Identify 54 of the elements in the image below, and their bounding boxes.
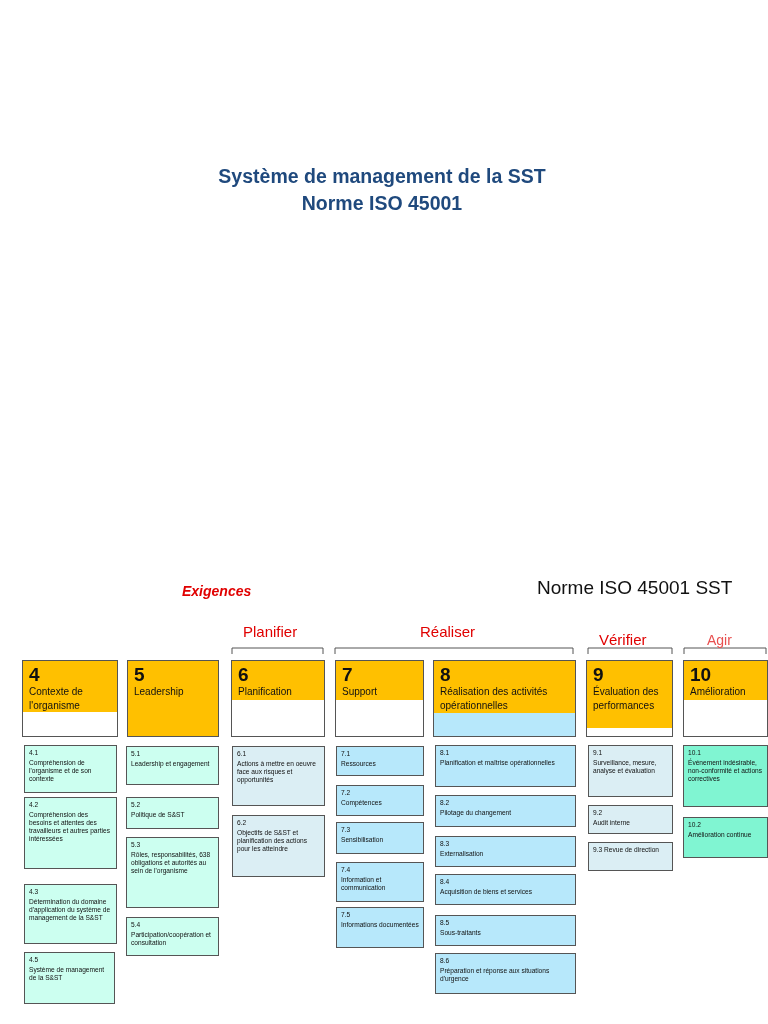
title: Système de management de la SST Norme ISO 45001 bbox=[217, 164, 547, 217]
clause-box bbox=[435, 745, 576, 787]
subtitle-text: Norme ISO 45001 SST bbox=[537, 577, 733, 599]
section-header-box bbox=[127, 660, 219, 737]
phase-label: Vérifier bbox=[599, 631, 647, 648]
clause-title: Amélioration bbox=[690, 684, 747, 699]
clause-number: 5 bbox=[134, 665, 146, 685]
phase-label: Planifier bbox=[243, 623, 298, 640]
section-header-box bbox=[586, 660, 673, 737]
clause-title: Contexte de l'organisme bbox=[29, 684, 84, 714]
heading-text: Exigences bbox=[182, 583, 252, 599]
clause-box bbox=[336, 907, 424, 948]
clause-box bbox=[126, 917, 219, 956]
clause-box bbox=[435, 953, 576, 994]
phase-label: Agir bbox=[707, 632, 732, 648]
clause-title: Support bbox=[342, 684, 379, 699]
clause-box bbox=[435, 874, 576, 905]
section-header-box bbox=[683, 660, 768, 737]
phase-label: Réaliser bbox=[420, 623, 476, 640]
clause-number: 8 bbox=[440, 665, 452, 685]
clause-box bbox=[126, 797, 219, 829]
clause-number: 7 bbox=[342, 665, 354, 685]
clause-box bbox=[435, 915, 576, 946]
clause-box bbox=[683, 745, 768, 807]
clause-box bbox=[24, 745, 117, 793]
clause-title: Évaluation des performances bbox=[593, 684, 660, 714]
clause-box bbox=[683, 817, 768, 858]
clause-box bbox=[588, 805, 673, 834]
section-header-box bbox=[22, 660, 118, 737]
clause-box bbox=[126, 837, 219, 908]
clause-box bbox=[588, 842, 673, 871]
clause-number: 6 bbox=[238, 665, 250, 685]
clause-number: 9 bbox=[593, 665, 605, 685]
clause-box bbox=[126, 746, 219, 785]
clause-box bbox=[588, 745, 673, 797]
clause-box bbox=[336, 785, 424, 816]
clause-title: Leadership bbox=[134, 684, 185, 699]
clause-box bbox=[336, 862, 424, 902]
clause-box bbox=[435, 795, 576, 827]
clause-box bbox=[24, 797, 117, 869]
clause-number: 10 bbox=[690, 665, 713, 685]
section-header-box bbox=[231, 660, 325, 737]
clause-box bbox=[24, 952, 115, 1004]
clause-box bbox=[24, 884, 117, 944]
clause-box bbox=[336, 746, 424, 776]
clause-title: Planification bbox=[238, 684, 293, 699]
clause-box bbox=[336, 822, 424, 854]
section-header-box bbox=[433, 660, 576, 737]
section-header-box bbox=[335, 660, 424, 737]
clause-number: 4 bbox=[29, 665, 41, 685]
clause-title: Réalisation des activités opérationnelles bbox=[440, 684, 549, 714]
clause-box bbox=[435, 836, 576, 867]
clause-box bbox=[232, 815, 325, 877]
clause-box bbox=[232, 746, 325, 806]
